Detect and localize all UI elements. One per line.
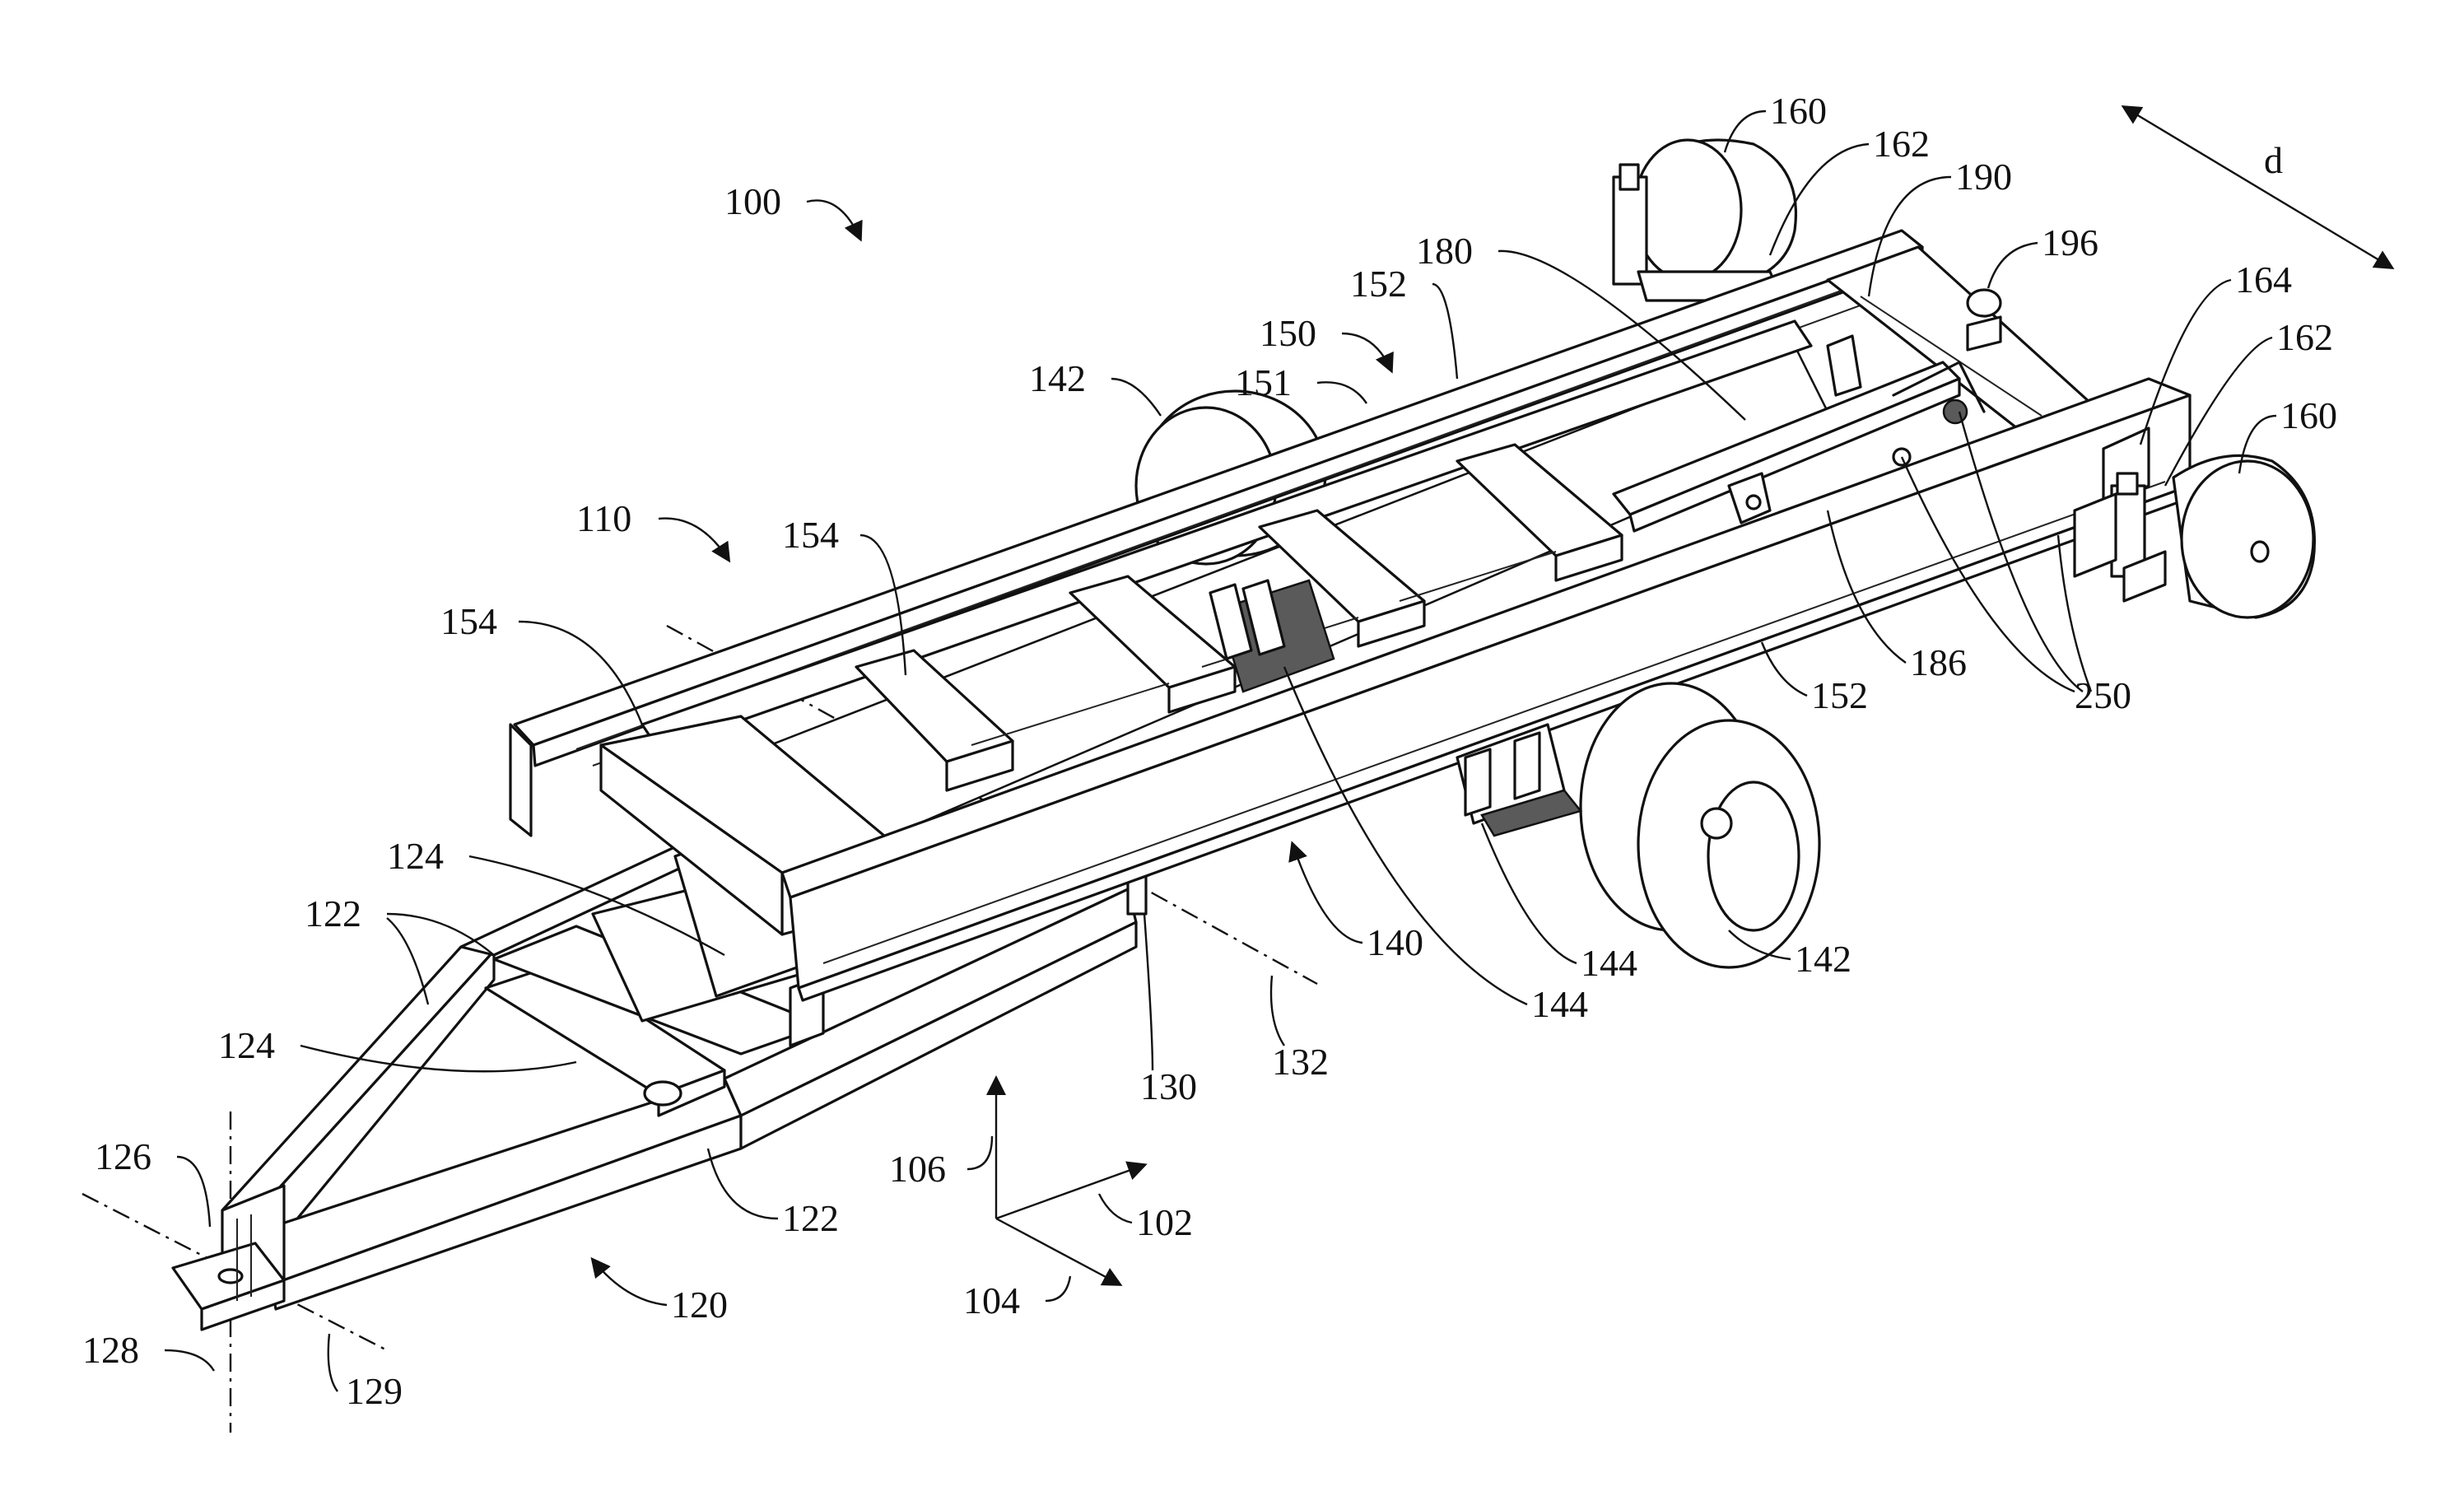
- label-186: 186: [1910, 641, 1967, 683]
- label-144-right: 144: [1581, 942, 1637, 984]
- label-122-bottom: 122: [782, 1197, 839, 1239]
- label-250: 250: [2075, 674, 2131, 716]
- label-142-right: 142: [1795, 938, 1851, 980]
- label-142-left: 142: [1029, 357, 1086, 399]
- label-128: 128: [82, 1329, 139, 1371]
- label-190: 190: [1955, 156, 2012, 198]
- label-196: 196: [2042, 221, 2098, 263]
- label-180: 180: [1416, 230, 1473, 272]
- direction-axes: 106 102 104: [889, 1079, 1193, 1321]
- label-150: 150: [1260, 312, 1316, 354]
- label-102: 102: [1136, 1201, 1193, 1243]
- label-130: 130: [1140, 1065, 1197, 1107]
- label-d: d: [2264, 139, 2283, 181]
- label-110: 110: [576, 497, 631, 539]
- label-160-top: 160: [1770, 90, 1827, 132]
- label-122-top: 122: [305, 892, 361, 934]
- right-main-wheel: [1581, 683, 1819, 967]
- label-154-left: 154: [440, 600, 497, 642]
- label-162-right: 162: [2276, 316, 2333, 358]
- label-106: 106: [889, 1148, 946, 1190]
- label-129: 129: [346, 1370, 403, 1412]
- label-162-top: 162: [1873, 123, 1930, 165]
- label-144-center: 144: [1531, 983, 1588, 1025]
- label-152-right: 152: [1811, 674, 1868, 716]
- label-154-top: 154: [782, 514, 839, 556]
- label-140: 140: [1367, 921, 1423, 963]
- label-160-right: 160: [2280, 394, 2337, 436]
- label-120: 120: [671, 1284, 728, 1326]
- label-164: 164: [2235, 259, 2292, 301]
- rear-left-wheel: [1614, 140, 1796, 301]
- label-132: 132: [1272, 1041, 1329, 1083]
- label-124-left: 124: [218, 1024, 275, 1066]
- label-152-top: 152: [1350, 263, 1407, 305]
- label-104: 104: [963, 1279, 1020, 1321]
- label-124-top: 124: [387, 835, 444, 877]
- label-126: 126: [95, 1135, 151, 1177]
- label-151: 151: [1235, 361, 1292, 403]
- label-100: 100: [724, 180, 781, 222]
- rear-right-wheel: [2075, 428, 2314, 618]
